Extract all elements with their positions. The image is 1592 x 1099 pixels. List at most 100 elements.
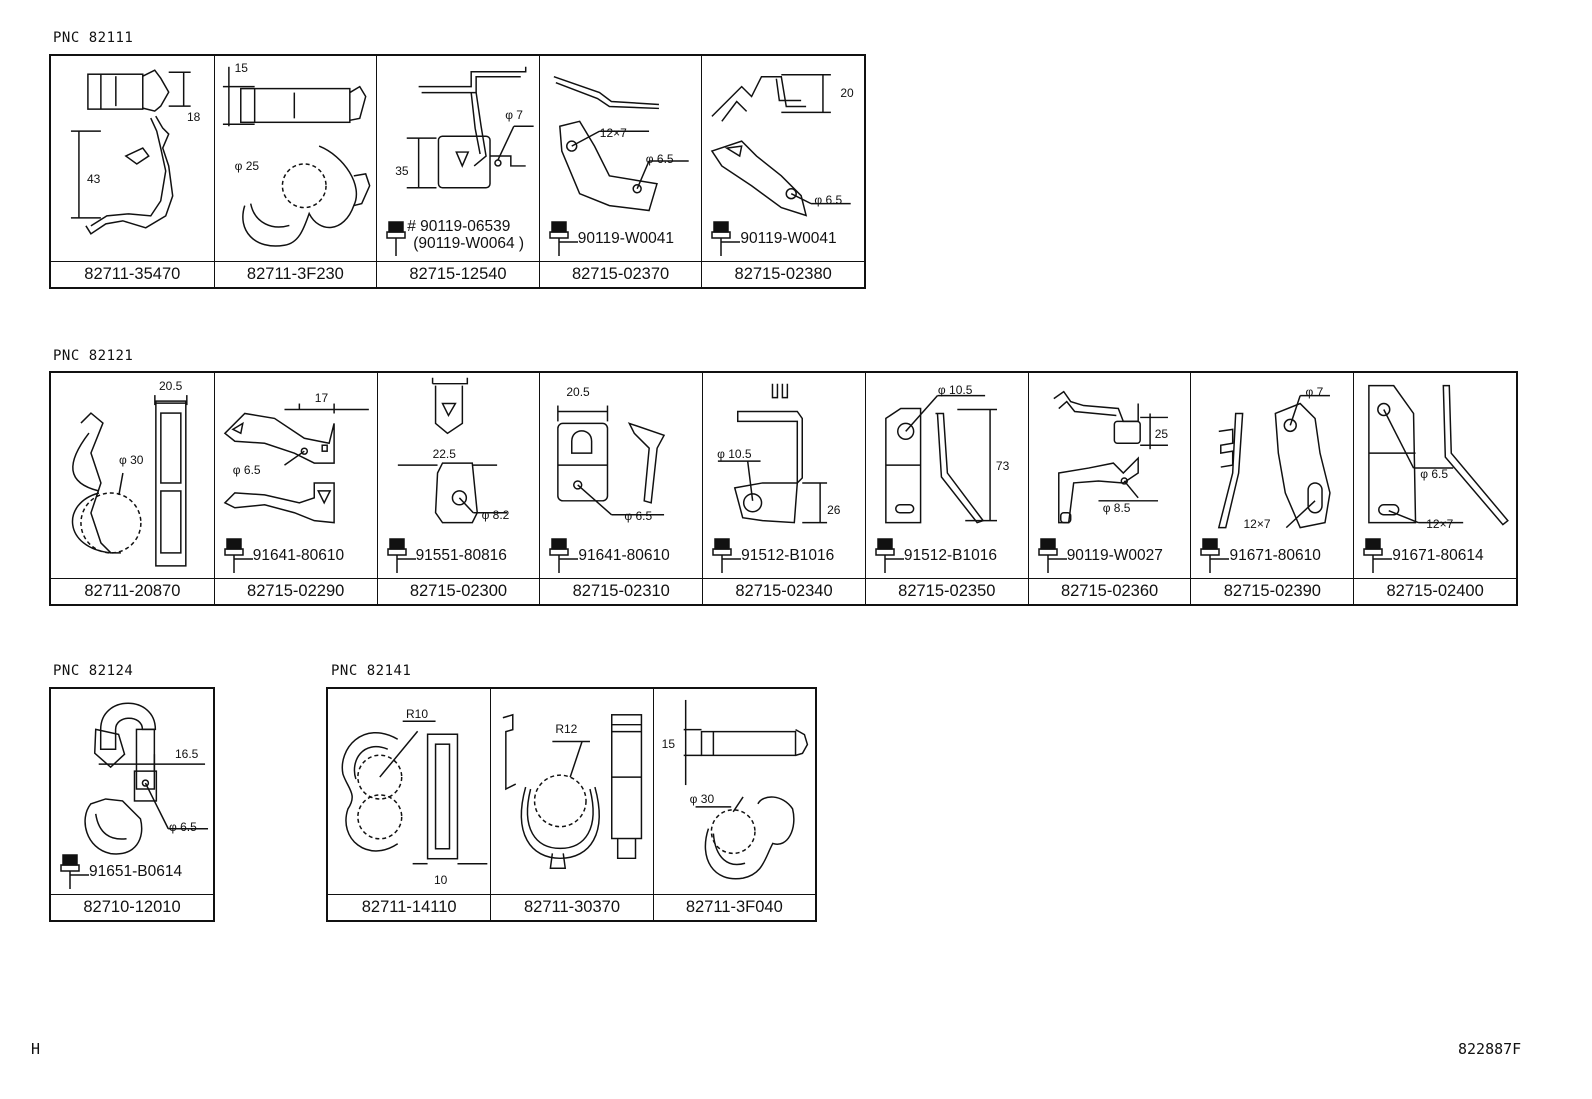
part-number[interactable]: 82715-02340 bbox=[703, 578, 865, 604]
part-cell[interactable]: 18 43 82711-35470 bbox=[51, 56, 214, 287]
part-number[interactable]: 82711-30370 bbox=[491, 894, 653, 920]
bolt-icon bbox=[875, 538, 904, 573]
bolt-part-number[interactable]: 91512-B1016 bbox=[903, 547, 997, 564]
dimension-label: 17 bbox=[314, 391, 329, 405]
dimension-label: 73 bbox=[995, 459, 1010, 473]
bolt-part-number[interactable]: 91641-80610 bbox=[252, 547, 345, 564]
bolt-icon bbox=[1037, 538, 1067, 573]
part-number[interactable]: 82711-3F040 bbox=[653, 894, 815, 920]
bolt-callout: 91512-B1016 bbox=[874, 535, 1024, 577]
dimension-label: φ 6.5 bbox=[1420, 467, 1449, 481]
part-number[interactable]: 82711-35470 bbox=[51, 261, 214, 287]
part-number[interactable]: 82715-12540 bbox=[377, 261, 539, 287]
dimension-label: 26 bbox=[827, 503, 841, 517]
bolt-icon bbox=[549, 221, 578, 256]
dimension-label: 20 bbox=[840, 86, 854, 100]
part-cell[interactable]: 25 φ 8.5 90119-W0027 82715-02360 bbox=[1027, 373, 1191, 604]
part-number[interactable]: 82711-20870 bbox=[51, 578, 214, 604]
part-cell[interactable]: φ 7 35 # 90119-06539 (90119-W0064 ) 8271… bbox=[376, 56, 539, 287]
bolt-part-number[interactable]: # 90119-06539 bbox=[407, 218, 511, 235]
bolt-part-number[interactable]: 91551-80816 bbox=[415, 547, 507, 564]
dimension-label: φ 8.5 bbox=[1102, 501, 1131, 515]
part-cell[interactable]: 15 φ 30 82711-3F040 bbox=[652, 689, 815, 920]
part-number[interactable]: 82715-02390 bbox=[1191, 578, 1354, 604]
clamp-drawing bbox=[70, 69, 191, 235]
bolt-callout: 91551-80816 bbox=[386, 535, 536, 577]
bolt-callout: 90119-W0041 bbox=[710, 218, 860, 260]
part-cell[interactable]: φ 6.5 12×7 91671-80614 82715-02400 bbox=[1353, 373, 1517, 604]
dimension-label: 22.5 bbox=[432, 447, 456, 461]
bolt-part-number[interactable]: 91671-80614 bbox=[1392, 547, 1484, 564]
bolt-part-number[interactable]: 90119-W0041 bbox=[740, 230, 837, 247]
bolt-callout: 91641-80610 bbox=[548, 535, 698, 577]
part-number[interactable]: 82715-02290 bbox=[214, 578, 377, 604]
part-number[interactable]: 82715-02350 bbox=[865, 578, 1028, 604]
dimension-label: 43 bbox=[87, 172, 101, 186]
part-cell[interactable]: 22.5 φ 8.2 91551-80816 82715-02300 bbox=[376, 373, 540, 604]
dimension-label: R12 bbox=[555, 722, 578, 736]
pnc-label: PNC 82124 bbox=[53, 663, 134, 679]
bolt-icon bbox=[711, 221, 741, 256]
dimension-label: R10 bbox=[406, 707, 429, 721]
dimension-label: φ 6.5 bbox=[814, 193, 843, 207]
dimension-label: φ 6.5 bbox=[169, 820, 197, 834]
bolt-callout: 91671-80610 bbox=[1199, 535, 1349, 577]
bracket-drawing bbox=[885, 394, 997, 524]
pnc-label: PNC 82141 bbox=[331, 663, 412, 679]
bolt-part-number[interactable]: 90119-W0041 bbox=[577, 230, 675, 247]
part-cell[interactable]: φ 7 12×7 91671-80610 82715-02390 bbox=[1190, 373, 1354, 604]
bolt-part-number[interactable]: 91512-B1016 bbox=[741, 547, 835, 564]
clamp-drawing bbox=[341, 720, 488, 865]
bolt-part-number[interactable]: 90119-W0027 bbox=[1066, 547, 1163, 564]
pnc-label: PNC 82121 bbox=[53, 348, 134, 364]
bolt-icon bbox=[386, 538, 416, 573]
bracket-drawing bbox=[711, 73, 852, 217]
bracket-drawing bbox=[1218, 394, 1332, 529]
dimension-label: φ 10.5 bbox=[937, 383, 973, 397]
bolt-part-number[interactable]: 91651-B0614 bbox=[89, 863, 183, 880]
part-cell[interactable]: 17 φ 6.5 91641-80610 82715-02290 bbox=[213, 373, 377, 604]
part-number[interactable]: 82715-02360 bbox=[1028, 578, 1191, 604]
bolt-part-number[interactable]: 91671-80610 bbox=[1229, 547, 1321, 564]
part-number[interactable]: 82715-02400 bbox=[1354, 578, 1517, 604]
part-cell[interactable]: R12 82711-30370 bbox=[490, 689, 653, 920]
part-number[interactable]: 82715-02380 bbox=[702, 261, 864, 287]
illustration-number: 822887F bbox=[1458, 1040, 1522, 1058]
bracket-drawing bbox=[223, 403, 369, 524]
bolt-callout: 91671-80614 bbox=[1362, 535, 1512, 577]
bolt-callout: 91641-80610 bbox=[223, 535, 373, 577]
part-number[interactable]: 82715-02310 bbox=[540, 578, 703, 604]
part-cell[interactable]: φ 10.5 73 91512-B1016 82715-02350 bbox=[864, 373, 1028, 604]
part-cell[interactable]: 12×7 φ 6.5 90119-W0041 82715-02370 bbox=[538, 56, 702, 287]
bolt-icon bbox=[60, 854, 89, 889]
clamp-drawing bbox=[502, 713, 643, 869]
part-cell[interactable]: φ 10.5 26 91512-B1016 82715-02340 bbox=[702, 373, 865, 604]
bolt-icon bbox=[386, 221, 406, 256]
bracket-drawing bbox=[553, 76, 689, 212]
part-cell[interactable]: 20.5 φ 6.5 91641-80610 82715-02310 bbox=[539, 373, 703, 604]
bolt-part-number[interactable]: 91641-80610 bbox=[578, 547, 670, 564]
part-cell[interactable]: 16.5 φ 6.5 91651-B0614 82710-12010 bbox=[51, 689, 213, 920]
parts-grid: 18 43 82711-35470 15 φ 25 82711-3F230 φ … bbox=[49, 54, 866, 289]
dimension-label: φ 8.2 bbox=[481, 508, 510, 522]
dimension-label: 10 bbox=[434, 873, 448, 887]
bolt-callout: 90119-W0041 bbox=[548, 218, 698, 260]
part-number[interactable]: 82710-12010 bbox=[51, 894, 213, 920]
part-cell[interactable]: 20.5 φ 30 82711-20870 bbox=[51, 373, 214, 604]
bolt-part-number[interactable]: (90119-W0064 ) bbox=[413, 235, 525, 252]
part-cell[interactable]: 15 φ 25 82711-3F230 bbox=[213, 56, 377, 287]
dimension-label: 20.5 bbox=[566, 385, 590, 399]
part-number[interactable]: 82711-14110 bbox=[328, 894, 491, 920]
bolt-icon bbox=[1200, 538, 1230, 573]
clamp-drawing bbox=[222, 66, 371, 247]
part-number[interactable]: 82715-02370 bbox=[539, 261, 702, 287]
dimension-label: 18 bbox=[187, 110, 201, 124]
sheet-code-left: H bbox=[31, 1040, 41, 1058]
part-cell[interactable]: R10 10 82711-14110 bbox=[328, 689, 491, 920]
part-cell[interactable]: 20 φ 6.5 90119-W0041 82715-02380 bbox=[701, 56, 864, 287]
dimension-label: 16.5 bbox=[175, 747, 199, 761]
part-number[interactable]: 82711-3F230 bbox=[214, 261, 377, 287]
dimension-label: φ 10.5 bbox=[717, 447, 752, 461]
dimension-label: 15 bbox=[661, 737, 676, 751]
part-number[interactable]: 82715-02300 bbox=[377, 578, 540, 604]
